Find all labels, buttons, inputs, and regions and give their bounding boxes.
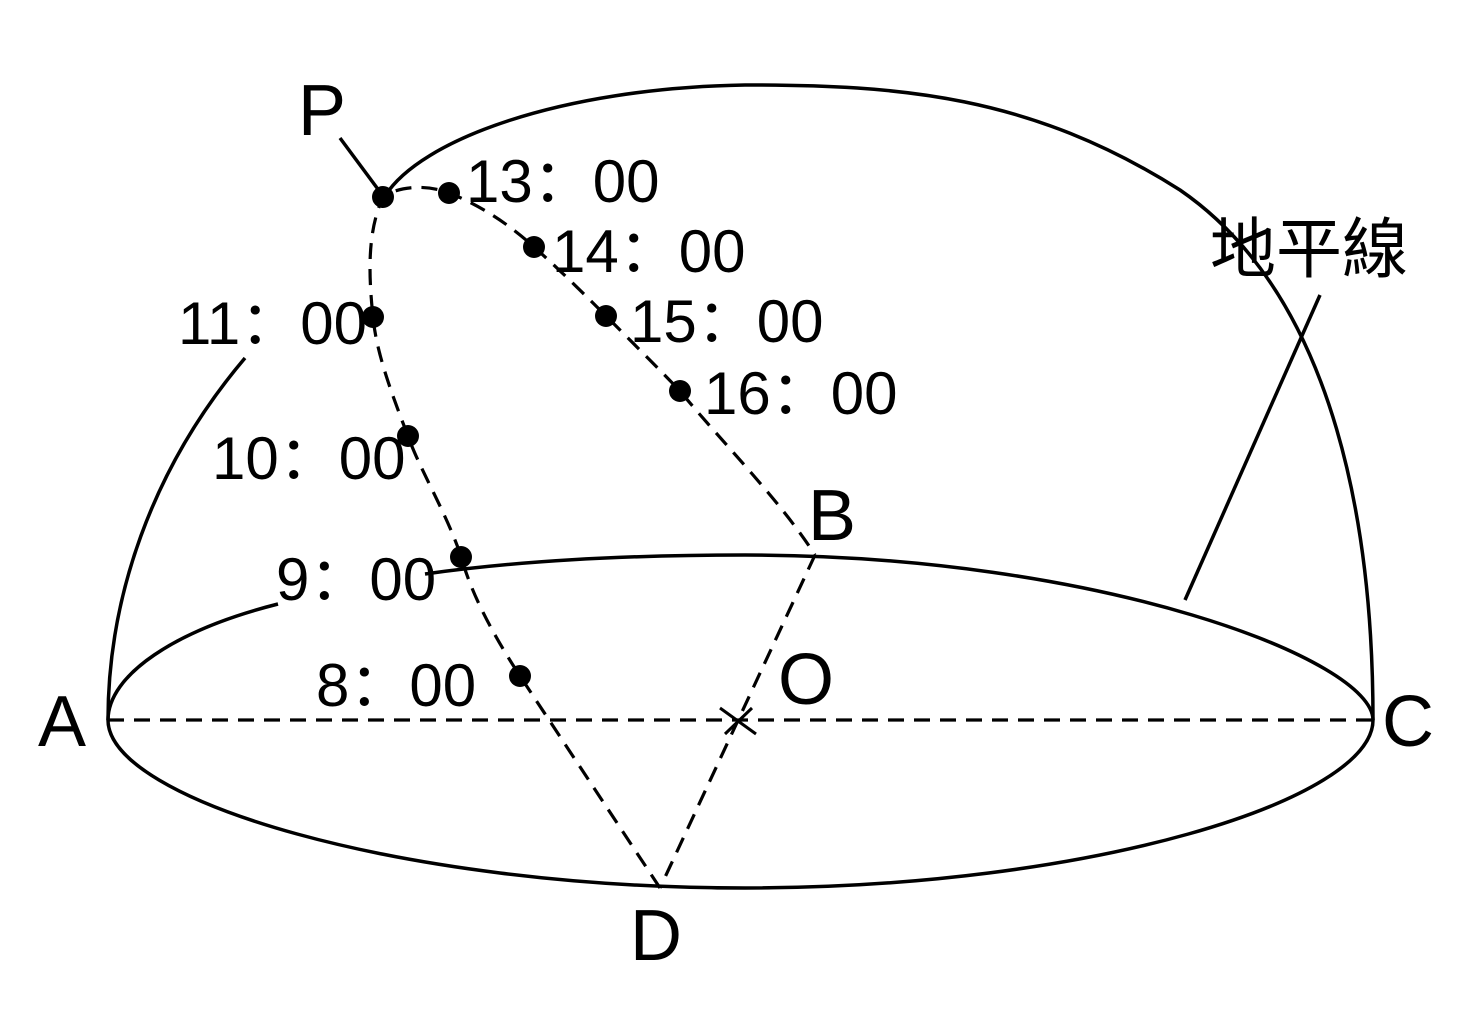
horizon-ellipse-back-left [106,602,279,721]
label-a: A [38,682,86,762]
sun-dot-15 [595,305,617,327]
label-p: P [298,71,346,151]
sun-dot-10 [397,425,419,447]
p-leader-line [338,136,385,198]
center-x-marker-b [723,706,754,736]
horizon-leader-line [1183,294,1322,601]
label-d: D [630,896,682,976]
sun-dot-p [372,186,394,208]
time-label-15: 15：00 [630,288,823,355]
time-label-9: 9：00 [276,546,436,613]
time-label-11: 11：00 [178,290,367,357]
sun-dot-9 [450,546,472,568]
dome-arc-right [383,83,1375,721]
sun-dot-8 [509,665,531,687]
time-label-13: 13：00 [466,148,659,215]
time-label-16: 16：00 [704,360,897,427]
label-b: B [808,476,856,556]
sun-path [368,185,817,889]
sun-dot-14 [523,236,545,258]
label-o: O [778,640,834,720]
sun-dot-11 [362,306,384,328]
time-label-14: 14：00 [552,218,745,285]
sun-dot-13 [438,182,460,204]
horizon-ellipse-back-right [424,553,1375,721]
label-c: C [1382,682,1434,762]
time-label-10: 10：00 [212,425,405,492]
time-label-8: 8：00 [316,652,476,719]
horizon-label: 地平線 [1210,211,1408,288]
dome-arc-left [106,356,247,721]
sun-dot-16 [669,380,691,402]
horizon-ellipse-front [106,719,1375,890]
